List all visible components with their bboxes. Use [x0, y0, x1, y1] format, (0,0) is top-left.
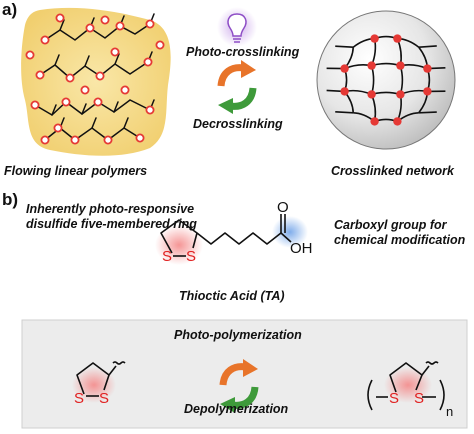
polymer-end-node: [81, 86, 88, 93]
polymer-end-node: [156, 41, 163, 48]
monomer-sulfur-2: S: [99, 390, 109, 407]
disulfide-note-line2: disulfide five-membered ring: [26, 217, 197, 232]
process-photo-crosslinking: Photo-crosslinking: [186, 45, 299, 60]
polymer-end-node: [121, 86, 128, 93]
polymer-end-node: [36, 71, 43, 78]
polymer-end-node: [144, 58, 151, 65]
polymer-end-node: [146, 106, 153, 113]
polymer-end-node: [66, 74, 73, 81]
carboxyl-note-line1: Carboxyl group for: [334, 218, 447, 233]
process-depolymerization: Depolymerization: [184, 402, 288, 417]
panel-label-a: a): [2, 0, 17, 20]
polymer-end-node: [54, 124, 61, 131]
polymer-end-node: [94, 98, 101, 105]
ta-oxygen: O: [277, 199, 289, 216]
panel-label-b: b): [2, 190, 18, 210]
polymer-blob: [21, 8, 171, 156]
polymer-end-node: [62, 98, 69, 105]
crosslinked-network-illustration: [317, 11, 455, 149]
linear-polymers-illustration: [21, 8, 171, 156]
crosslink-node: [396, 90, 404, 98]
monomer-sulfur-1: S: [74, 390, 84, 407]
crosslink-node: [393, 34, 401, 42]
crosslink-node: [370, 117, 378, 125]
polymer-end-node: [116, 22, 123, 29]
polymer-end-node: [101, 16, 108, 23]
crosslink-node: [370, 34, 378, 42]
crosslink-node: [423, 87, 431, 95]
polymer-end-node: [111, 48, 118, 55]
network-strand: [419, 112, 437, 113]
disulfide-note-line1: Inherently photo-responsive: [26, 202, 194, 217]
polymer-end-node: [26, 51, 33, 58]
crosslink-node: [340, 87, 348, 95]
ta-sulfur-1: S: [162, 248, 172, 265]
repeat-subscript: n: [446, 404, 453, 419]
polymer-sulfur-1: S: [389, 390, 399, 407]
polymer-end-node: [56, 14, 63, 21]
polymer-end-node: [41, 136, 48, 143]
carboxyl-note-line2: chemical modification: [334, 233, 465, 248]
crosslink-node: [367, 61, 375, 69]
molecule-name: Thioctic Acid (TA): [179, 289, 285, 304]
polymer-end-node: [31, 101, 38, 108]
light-bulb-icon: [217, 7, 257, 47]
polymer-end-node: [136, 134, 143, 141]
crosslink-node: [340, 64, 348, 72]
crosslink-node: [423, 64, 431, 72]
polymer-end-node: [104, 136, 111, 143]
polymer-end-node: [71, 136, 78, 143]
polymer-end-node: [96, 72, 103, 79]
crosslink-node: [367, 90, 375, 98]
process-photo-polymerization: Photo-polymerization: [174, 328, 302, 343]
network-strand: [335, 112, 353, 113]
process-decrosslinking: Decrosslinking: [193, 117, 283, 132]
polymer-end-node: [86, 24, 93, 31]
crosslink-node: [396, 61, 404, 69]
reversible-arrows-a: [218, 60, 256, 114]
crosslink-node: [393, 117, 401, 125]
ta-hydroxyl: OH: [290, 240, 313, 257]
network-strand: [335, 46, 353, 47]
caption-linear-polymers: Flowing linear polymers: [4, 164, 147, 179]
ta-sulfur-2: S: [186, 248, 196, 265]
polymer-end-node: [41, 36, 48, 43]
caption-crosslinked-network: Crosslinked network: [331, 164, 454, 179]
polymer-end-node: [146, 20, 153, 27]
polymer-sulfur-2: S: [414, 390, 424, 407]
